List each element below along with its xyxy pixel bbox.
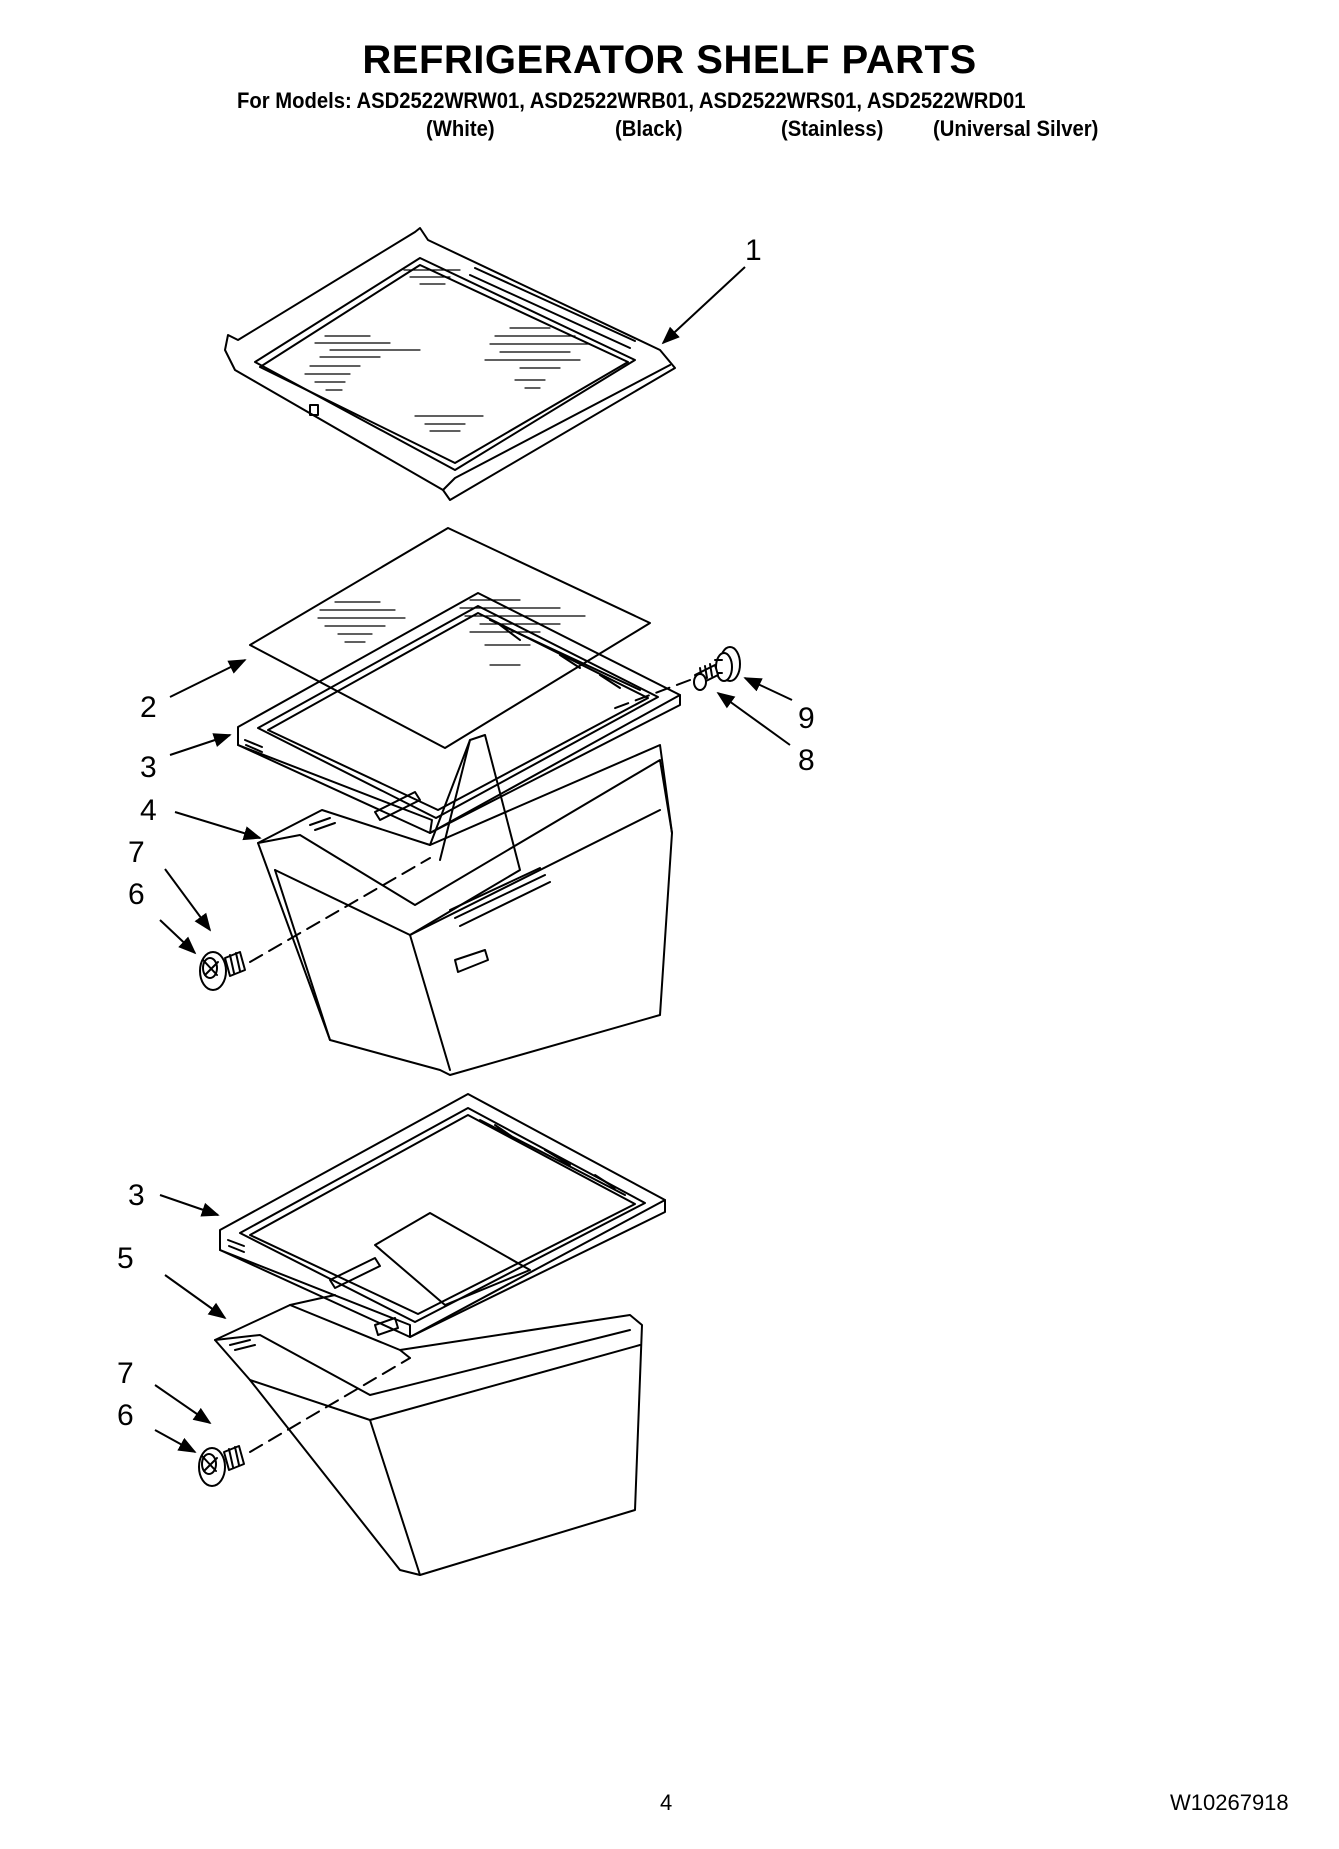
callout-3-upper: 3: [140, 751, 157, 784]
part-4-crisper-drawer-upper: [257, 734, 673, 1076]
variant-white: (White): [426, 116, 495, 141]
variant-black: (Black): [615, 116, 683, 141]
part-3-cover-frame-lower: [219, 1093, 666, 1338]
leader-7b: [154, 1384, 212, 1425]
callout-4: 4: [140, 794, 157, 827]
callout-5: 5: [117, 1242, 134, 1275]
part-6-knob-lower: [198, 1447, 226, 1487]
part-2-glass-insert: [249, 527, 651, 749]
part-8-screw: [693, 663, 719, 691]
leader-8: [716, 691, 791, 746]
leader-2: [169, 659, 247, 698]
leader-9: [743, 677, 793, 701]
callout-1: 1: [745, 234, 762, 267]
callout-2: 2: [140, 691, 157, 724]
document-number: W10267918: [1170, 1790, 1289, 1815]
leader-3a: [169, 733, 232, 756]
callout-8: 8: [798, 744, 815, 777]
page-title: REFRIGERATOR SHELF PARTS: [362, 38, 977, 82]
leader-3b: [159, 1194, 220, 1217]
part-1-glass-shelf: [224, 227, 676, 501]
callout-3-lower: 3: [128, 1179, 145, 1212]
leader-7a: [164, 868, 212, 932]
models-line: For Models: ASD2522WRW01, ASD2522WRB01, …: [237, 88, 1026, 113]
variant-stainless: (Stainless): [781, 116, 884, 141]
leader-4: [174, 811, 262, 841]
part-9-knob: [714, 646, 741, 682]
leader-1: [661, 266, 746, 345]
callout-7-lower: 7: [117, 1357, 134, 1390]
page-number: 4: [660, 1790, 673, 1815]
part-5-crisper-drawer-lower: [214, 1294, 643, 1576]
leader-5: [164, 1274, 227, 1320]
part-7-screw-lower: [223, 1445, 245, 1471]
callout-6-upper: 6: [128, 878, 145, 911]
part-6-knob-upper: [199, 951, 227, 991]
leader-6b: [154, 1429, 197, 1453]
callout-9: 9: [798, 702, 815, 735]
callout-7-upper: 7: [128, 836, 145, 869]
callout-6-lower: 6: [117, 1399, 134, 1432]
variant-universal-silver: (Universal Silver): [933, 116, 1099, 141]
part-7-screw-upper: [224, 951, 246, 977]
part-3-cover-frame-upper: [237, 592, 681, 834]
leader-6a: [159, 919, 197, 955]
